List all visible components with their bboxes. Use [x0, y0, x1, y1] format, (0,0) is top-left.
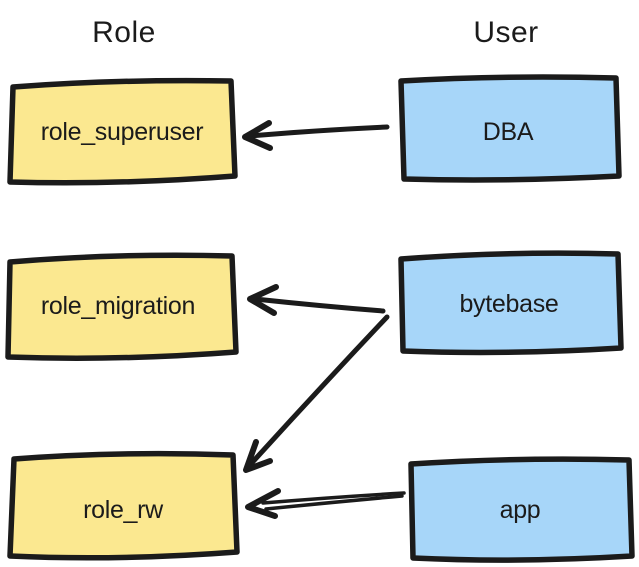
- role-rw-label: role_rw: [83, 496, 164, 524]
- role-rw-box: [7, 450, 240, 561]
- edges: [242, 120, 406, 519]
- user-bytebase-box: [398, 250, 624, 356]
- user-column-header: User: [473, 16, 538, 49]
- arrow-bytebase-to-role-migration: [247, 284, 386, 316]
- role-column-header: Role: [92, 16, 156, 49]
- arrow-bytebase-to-role-rw: [243, 314, 390, 473]
- column-headers: Role User: [92, 16, 538, 49]
- role-superuser-box: [7, 77, 238, 186]
- role-superuser-label: role_superuser: [41, 118, 204, 146]
- role-migration-box: [5, 252, 239, 361]
- user-dba-label: DBA: [483, 118, 534, 146]
- role-migration-label: role_migration: [41, 292, 195, 320]
- node-boxes: [5, 74, 635, 563]
- user-app-box: [408, 456, 635, 563]
- arrow-app-to-role-rw: [245, 488, 406, 519]
- user-app-label: app: [500, 496, 541, 524]
- user-bytebase-label: bytebase: [459, 290, 558, 318]
- node-labels: role_superuser DBA role_migration byteba…: [41, 118, 559, 524]
- arrow-dba-to-role-superuser: [242, 120, 390, 151]
- user-dba-box: [398, 74, 622, 183]
